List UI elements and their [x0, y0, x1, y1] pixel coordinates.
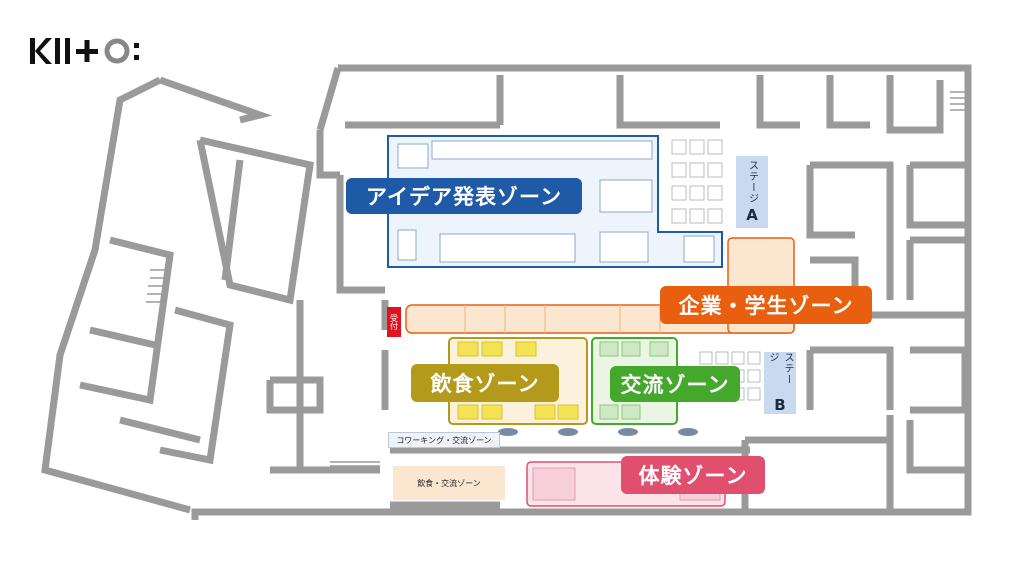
kiito-logo: [30, 38, 139, 64]
stage-a-label: ステージ: [746, 160, 758, 204]
stage-b: ステージ B: [764, 352, 796, 414]
stage-b-letter: B: [774, 396, 786, 414]
idea-zone-label: アイデア発表ゾーン: [346, 178, 582, 214]
company-zone-label: 企業・学生ゾーン: [660, 286, 872, 324]
food-exchange-zone-label: 飲食・交流ゾーン: [417, 478, 481, 488]
stage-a: ステージ A: [736, 156, 768, 228]
stage-b-label: ステージ: [767, 352, 793, 385]
exchange-zone-label: 交流ゾーン: [610, 366, 740, 402]
experience-zone-label: 体験ゾーン: [621, 456, 765, 494]
reception-sign: 受付: [387, 307, 401, 337]
stage-a-letter: A: [746, 206, 758, 224]
coworking-zone-label: コワーキング・交流ゾーン: [388, 432, 500, 448]
food-zone-label: 飲食ゾーン: [411, 364, 559, 402]
